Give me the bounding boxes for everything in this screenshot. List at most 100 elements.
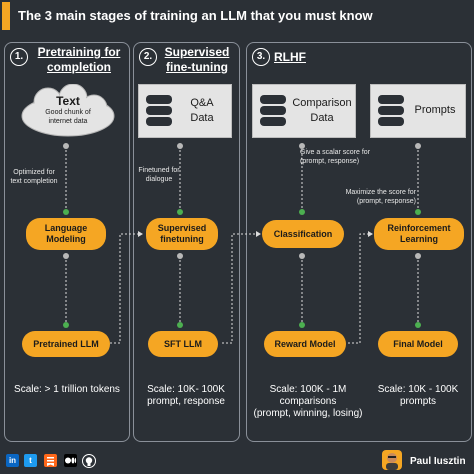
pretrained-llm-node: Pretrained LLM (22, 331, 110, 357)
dot-green (415, 209, 421, 215)
dot-green (415, 322, 421, 328)
pretrained-llm-label: Pretrained LLM (33, 338, 99, 349)
scalar-score-note: Give a scalar score for (prompt, respons… (300, 148, 396, 166)
avatar (382, 450, 402, 470)
optimized-note-line1: Optimized for (13, 169, 55, 176)
stage-3-number: 3. (252, 48, 270, 66)
medium-glyph (65, 457, 77, 464)
rl-line1: Reinforcement (387, 223, 451, 233)
qa-line2: Data (190, 112, 214, 124)
maximize-score-note: Maximize the score for (prompt, response… (332, 188, 416, 206)
stage-2-number: 2. (139, 48, 157, 66)
title-bar: The 3 main stages of training an LLM tha… (2, 2, 472, 30)
reward-model-node: Reward Model (264, 331, 346, 357)
cloud-line1: Good chunk of (45, 109, 91, 116)
medium-icon[interactable] (64, 454, 77, 467)
stage-2-panel (133, 42, 240, 442)
page-title: The 3 main stages of training an LLM tha… (18, 8, 373, 23)
finetuned-note: Finetuned for dialogue (134, 166, 184, 184)
finetuned-note-line1: Finetuned for (138, 167, 180, 174)
stage-3-label: RLHF (274, 50, 306, 64)
arrowhead-to-classification (256, 231, 261, 237)
comparison-line1: Comparison (292, 97, 352, 109)
sft-line1: Supervised (157, 223, 207, 233)
rl-line2: Learning (399, 234, 438, 244)
stage-3b-scale-line2: prompts (399, 396, 437, 407)
dot-grey (177, 253, 183, 259)
stage-3a-scale-line1: Scale: 100K - 1M (269, 384, 347, 395)
stage-1-number: 1. (10, 48, 28, 66)
author-name: Paul Iusztin (410, 456, 466, 467)
scalar-note-line2: (prompt, response) (300, 158, 360, 165)
supervised-finetuning-node: Supervised finetuning (146, 218, 218, 250)
reward-model-label: Reward Model (274, 338, 336, 349)
dot-grey (299, 143, 305, 149)
dot-grey (415, 253, 421, 259)
github-glyph (85, 457, 93, 466)
stage-2-scale-line1: Scale: 10K- 100K (147, 384, 225, 395)
prompts-data-box: Prompts (370, 84, 466, 138)
classification-node: Classification (262, 220, 344, 248)
stage-2-scale: Scale: 10K- 100K prompt, response (134, 384, 238, 408)
language-modeling-node: Language Modeling (26, 218, 106, 250)
prompts-line1: Prompts (414, 104, 456, 116)
scalar-note-line1: Give a scalar score for (300, 149, 371, 156)
stage-1-label-line1: Pretraining for (37, 45, 121, 59)
dot-grey (63, 143, 69, 149)
maximize-note-line1: Maximize the score for (345, 189, 416, 196)
cloud-line2: internet data (48, 118, 88, 125)
arrowhead-to-rl (368, 231, 373, 237)
database-icon (146, 95, 172, 126)
stage-3-panel (246, 42, 472, 442)
twitter-icon[interactable]: t (24, 454, 37, 467)
dot-green (63, 322, 69, 328)
stage-3a-scale-line2: comparisons (279, 396, 337, 407)
avatar-image (386, 453, 398, 470)
dot-green (177, 322, 183, 328)
dot-grey (299, 253, 305, 259)
sft-line2: finetuning (160, 234, 204, 244)
stage-2-label: Supervised fine-tuning (158, 45, 236, 75)
stage-1-panel (4, 42, 130, 442)
dot-green (63, 209, 69, 215)
dot-green (177, 209, 183, 215)
linkedin-icon[interactable]: in (6, 454, 19, 467)
stage-2-scale-line2: prompt, response (147, 396, 225, 407)
comparison-data-box: Comparison Data (252, 84, 356, 138)
cloud-icon (21, 84, 115, 137)
dot-green (299, 322, 305, 328)
sft-llm-label: SFT LLM (164, 338, 202, 349)
qa-line1: Q&A (190, 97, 214, 109)
classification-label: Classification (273, 228, 333, 239)
database-icon (378, 95, 404, 126)
stage-3a-scale-line3: (prompt, winning, losing) (253, 408, 363, 419)
qa-data-box: Q&A Data (138, 84, 232, 138)
database-icon (260, 95, 286, 126)
stage-2-label-line1: Supervised (164, 45, 230, 59)
substack-icon[interactable] (44, 454, 57, 467)
github-icon[interactable] (82, 454, 96, 468)
dot-grey (63, 253, 69, 259)
optimized-note: Optimized for text completion (2, 168, 66, 186)
dot-green (299, 209, 305, 215)
lm-line2: Modeling (46, 234, 86, 244)
stage-1-label: Pretraining for completion (30, 45, 128, 75)
maximize-note-line2: (prompt, response) (356, 198, 416, 205)
connector-sftllm-to-classification (222, 233, 256, 344)
reinforcement-learning-node: Reinforcement Learning (374, 218, 464, 250)
title-accent (2, 2, 10, 30)
substack-glyph (47, 457, 54, 466)
optimized-note-line2: text completion (10, 178, 58, 185)
dot-grey (177, 143, 183, 149)
connector-reward-to-rl (348, 233, 368, 344)
cloud-title: Text (56, 94, 80, 108)
comparison-line2: Data (310, 112, 334, 124)
stage-2-label-line2: fine-tuning (166, 60, 228, 74)
stage-3b-scale-line1: Scale: 10K - 100K (377, 384, 459, 395)
sft-llm-node: SFT LLM (148, 331, 218, 357)
stage-3b-scale: Scale: 10K - 100K prompts (370, 384, 466, 408)
lm-line1: Language (44, 223, 88, 233)
stage-1-label-line2: completion (46, 60, 111, 74)
finetuned-note-line2: dialogue (145, 176, 173, 183)
